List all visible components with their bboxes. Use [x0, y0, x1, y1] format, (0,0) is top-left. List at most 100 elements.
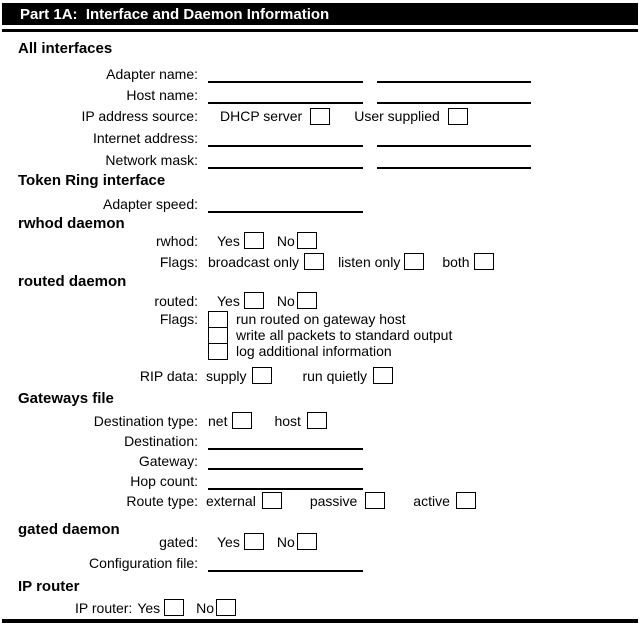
listen-only-checkbox[interactable]: [404, 253, 425, 270]
host-name-write-line-2[interactable]: [377, 86, 531, 104]
net-label: net: [208, 412, 228, 429]
ip-router-no-checkbox[interactable]: [216, 599, 237, 616]
routed-yes-label: Yes: [217, 292, 240, 309]
ip-router-no-label: No: [196, 599, 215, 616]
rwhod-flags-label: Flags:: [159, 253, 198, 270]
configuration-file-write-line[interactable]: [208, 554, 363, 572]
host-name-write-line-1[interactable]: [208, 86, 363, 104]
both-checkbox[interactable]: [473, 253, 494, 270]
field-row-routed-flag-write-packets: write all packets to standard output: [0, 326, 640, 344]
flag-write-packets-label: write all packets to standard output: [236, 327, 453, 343]
field-row-rip-data: RIP data: supply run quietly: [0, 365, 640, 386]
field-row-gated: gated: Yes No: [0, 531, 640, 552]
destination-write-line[interactable]: [208, 432, 363, 450]
ip-address-source-label: IP address source:: [81, 108, 198, 124]
route-external-checkbox[interactable]: [261, 492, 282, 509]
net-checkbox[interactable]: [232, 412, 253, 429]
field-row-ip-address-source: IP address source: DHCP server User supp…: [0, 105, 640, 127]
section-heading-token-ring: Token Ring interface: [18, 172, 166, 189]
section-heading-gateways-file: Gateways file: [18, 390, 114, 407]
rwhod-no-label: No: [276, 232, 295, 249]
route-external-label: external: [206, 492, 256, 509]
host-checkbox[interactable]: [306, 412, 327, 429]
field-row-ip-router: IP router: Yes No: [0, 597, 640, 618]
gated-yes-label: Yes: [217, 533, 240, 550]
hop-count-write-line[interactable]: [208, 472, 363, 490]
rip-run-quietly-label: run quietly: [302, 367, 368, 384]
field-row-routed-flag-log-info: log additional information: [0, 342, 640, 360]
route-type-label: Route type:: [126, 492, 198, 509]
routed-flags-label: Flags:: [159, 311, 198, 327]
field-row-adapter-name: Adapter name:: [0, 63, 640, 84]
both-label: both: [442, 253, 470, 270]
flag-write-packets-checkbox[interactable]: [208, 326, 228, 344]
adapter-speed-write-line[interactable]: [208, 195, 363, 213]
field-row-destination-type: Destination type: net host: [0, 410, 640, 431]
ip-router-yes-label: Yes: [137, 599, 161, 616]
adapter-name-write-line-2[interactable]: [377, 65, 531, 83]
rwhod-yes-label: Yes: [217, 232, 240, 249]
network-mask-label: Network mask:: [105, 151, 198, 168]
field-row-destination: Destination:: [0, 431, 640, 451]
field-row-hop-count: Hop count:: [0, 471, 640, 490]
dhcp-server-checkbox[interactable]: [310, 107, 331, 125]
configuration-file-label: Configuration file:: [89, 554, 198, 571]
rwhod-yes-checkbox[interactable]: [243, 232, 264, 249]
dhcp-server-label: DHCP server: [220, 108, 303, 124]
broadcast-only-checkbox[interactable]: [304, 253, 325, 270]
field-row-rwhod: rwhod: Yes No: [0, 230, 640, 251]
field-row-configuration-file: Configuration file:: [0, 552, 640, 573]
route-active-checkbox[interactable]: [455, 492, 476, 509]
field-row-adapter-speed: Adapter speed:: [0, 193, 640, 214]
field-row-routed-flag-gateway-host: Flags: run routed on gateway host: [0, 310, 640, 328]
route-passive-checkbox[interactable]: [365, 492, 386, 509]
host-label: host: [274, 412, 301, 429]
ip-router-yes-checkbox[interactable]: [164, 599, 185, 616]
gated-yes-checkbox[interactable]: [243, 533, 264, 550]
adapter-name-write-line-1[interactable]: [208, 65, 363, 83]
gated-label: gated:: [159, 533, 198, 550]
gated-no-label: No: [276, 533, 295, 550]
rip-run-quietly-checkbox[interactable]: [373, 367, 394, 384]
field-row-route-type: Route type: external passive active: [0, 490, 640, 511]
routed-label: routed:: [154, 292, 198, 309]
page-title: Part 1A: Interface and Daemon Informatio…: [20, 5, 330, 23]
rip-supply-checkbox[interactable]: [252, 367, 273, 384]
field-row-routed: routed: Yes No: [0, 290, 640, 311]
internet-address-write-line-2[interactable]: [377, 129, 531, 147]
flag-run-routed-gateway-label: run routed on gateway host: [236, 311, 406, 327]
network-mask-write-line-2[interactable]: [377, 151, 531, 169]
gated-no-checkbox[interactable]: [296, 533, 317, 550]
destination-label: Destination:: [124, 433, 198, 449]
rwhod-no-checkbox[interactable]: [296, 232, 317, 249]
gateway-write-line[interactable]: [208, 452, 363, 470]
section-heading-gated-daemon: gated daemon: [18, 521, 120, 538]
flag-log-info-checkbox[interactable]: [208, 342, 228, 360]
flag-run-routed-gateway-checkbox[interactable]: [208, 310, 228, 328]
routed-no-label: No: [276, 292, 295, 309]
internet-address-write-line-1[interactable]: [208, 129, 363, 147]
worksheet-body: All interfaces Adapter name: Host name: …: [0, 32, 640, 618]
section-heading-ip-router: IP router: [18, 578, 80, 595]
section-heading-routed-daemon: routed daemon: [18, 273, 127, 290]
bottom-divider: [2, 619, 638, 623]
gateway-label: Gateway:: [138, 453, 198, 469]
routed-no-checkbox[interactable]: [296, 292, 317, 309]
routed-yes-checkbox[interactable]: [243, 292, 264, 309]
adapter-speed-label: Adapter speed:: [103, 195, 198, 212]
field-row-internet-address: Internet address:: [0, 127, 640, 149]
title-bar: Part 1A: Interface and Daemon Informatio…: [2, 3, 638, 25]
host-name-label: Host name:: [126, 86, 198, 103]
section-heading-all-interfaces: All interfaces: [18, 40, 113, 57]
field-row-network-mask: Network mask:: [0, 149, 640, 170]
rip-supply-label: supply: [206, 367, 247, 384]
broadcast-only-label: broadcast only: [208, 253, 300, 270]
destination-type-label: Destination type:: [93, 412, 198, 429]
user-supplied-checkbox[interactable]: [447, 107, 468, 125]
network-mask-write-line-1[interactable]: [208, 151, 363, 169]
flag-log-info-label: log additional information: [236, 343, 392, 359]
adapter-name-label: Adapter name:: [106, 65, 198, 82]
field-row-host-name: Host name:: [0, 84, 640, 105]
rwhod-label: rwhod:: [155, 232, 198, 249]
